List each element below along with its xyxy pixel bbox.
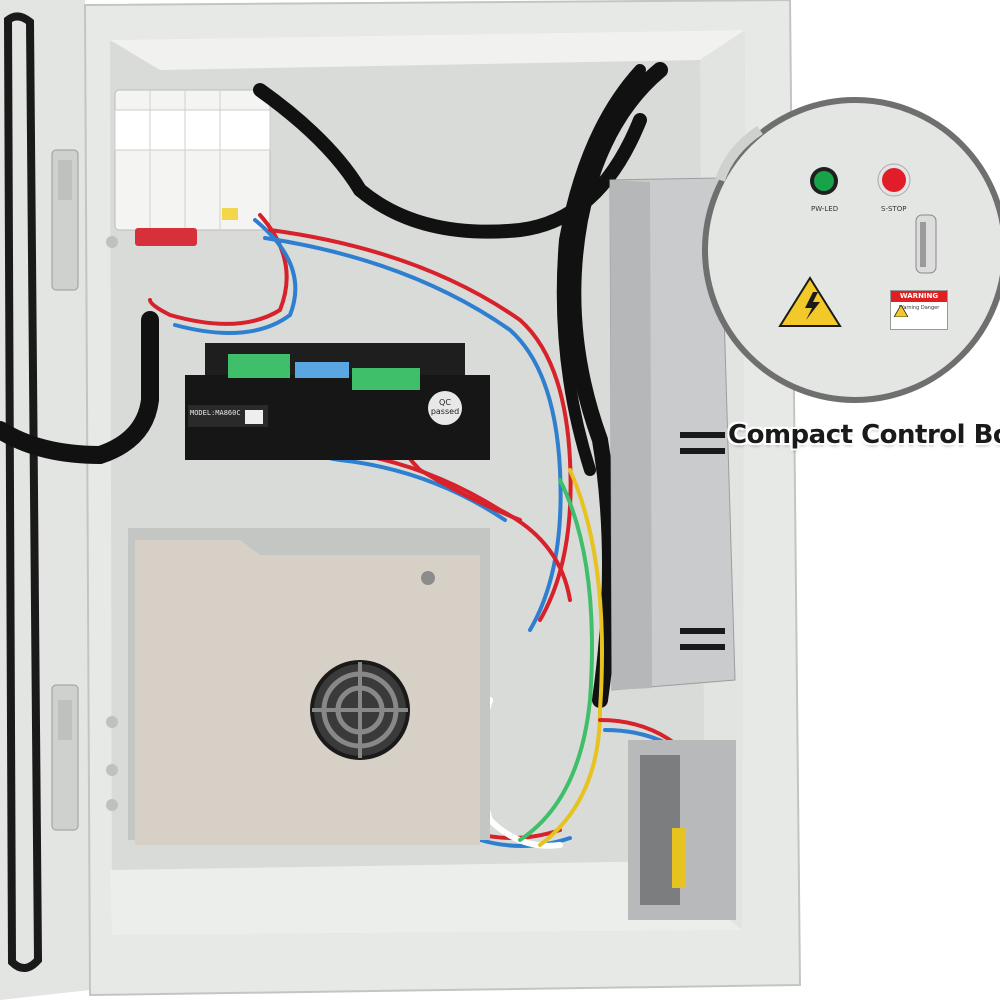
fan-grille-icon [310, 660, 410, 760]
pw-led-label: PW-LED [811, 205, 839, 213]
hinge-icon [51, 149, 79, 831]
black-cable-bundle [0, 62, 668, 708]
lock-handle-icon [915, 214, 937, 274]
enclosure-door [0, 0, 90, 1000]
warning-label: WARNING [891, 291, 947, 302]
s-stop-label: S-STOP [881, 205, 907, 213]
warning-sub-label: Warning Danger [898, 305, 940, 311]
lightning-warning-icon [778, 276, 842, 327]
spindle-power-supply [128, 528, 490, 845]
circuit-breaker [114, 89, 271, 246]
main-power-supply [609, 177, 736, 691]
warning-sticker: WARNING Warning Danger [890, 290, 948, 330]
qc-sticker: QC passed [428, 391, 462, 425]
stepper-driver-module [185, 343, 490, 460]
green-indicator-icon [810, 167, 838, 195]
driver-model-label: MODEL:MA860C [190, 409, 241, 417]
caption-title: Compact Control Box [728, 420, 1000, 450]
door-gasket [3, 12, 43, 972]
warning-triangle-icon [894, 305, 908, 317]
red-estop-icon [877, 163, 911, 197]
auxiliary-power-supply [628, 740, 736, 920]
zoom-inset [702, 97, 1000, 403]
